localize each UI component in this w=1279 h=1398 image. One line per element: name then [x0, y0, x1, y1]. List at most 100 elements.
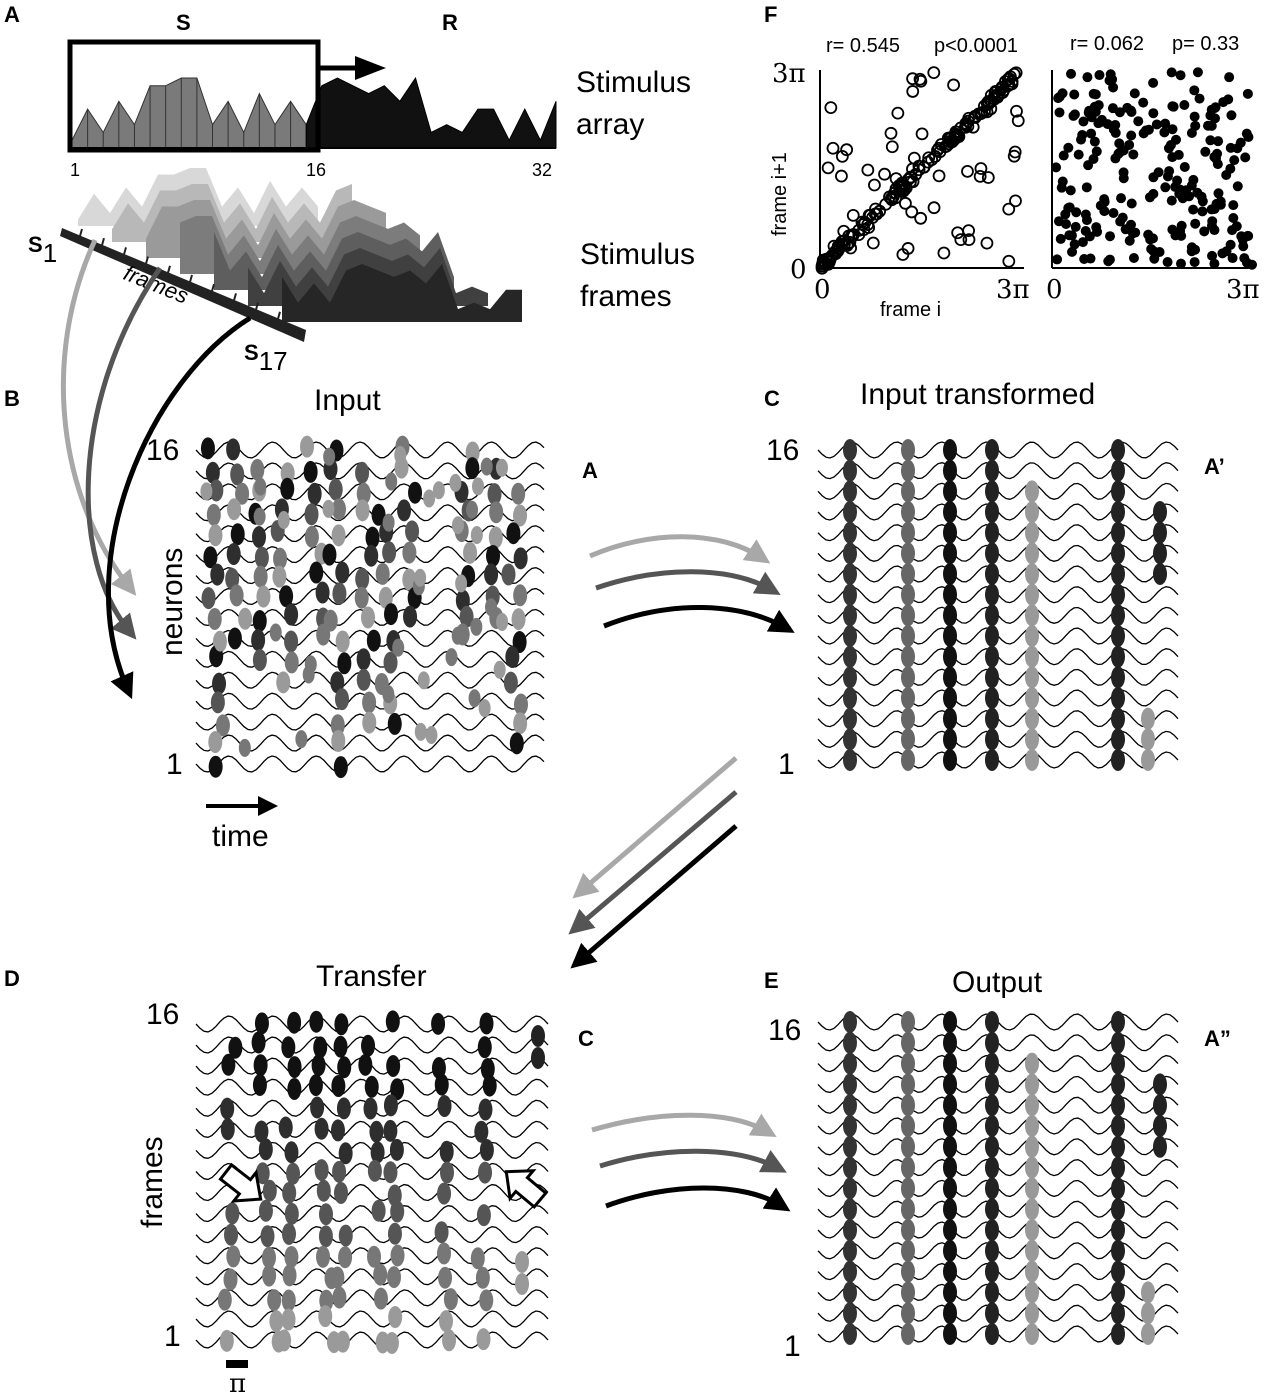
scatter-point-filled [1120, 224, 1131, 235]
spike-dot [466, 500, 479, 519]
spike-dot [252, 1073, 267, 1096]
spike-dot [1025, 521, 1039, 544]
scatter-point-open [948, 132, 962, 146]
spike-dot [843, 666, 857, 689]
spike-dot [383, 1161, 398, 1184]
spike-dot [334, 688, 349, 711]
spike-dot [385, 472, 398, 491]
panel-b: B Input A 16 1 neurons time [4, 384, 598, 853]
scatter-point-filled [1228, 200, 1239, 211]
spike-dot [843, 645, 857, 668]
spike-dot [1111, 1052, 1125, 1075]
spike-dot [1111, 749, 1125, 771]
spike-dot [843, 687, 857, 709]
spike-dot [403, 605, 418, 628]
spike-dot [470, 617, 483, 636]
scatter-point-filled [1160, 118, 1171, 129]
frames-axis-tick [123, 247, 127, 255]
spike-dot [901, 1177, 915, 1200]
scatter-point-filled [1192, 187, 1203, 198]
spike-dot [901, 1239, 915, 1262]
spike-dot [901, 583, 915, 606]
arrow-de-dark [605, 1185, 791, 1212]
arrow-bc-medium [595, 569, 781, 595]
scatter-point-open [866, 236, 880, 250]
spike-dot [1153, 1094, 1167, 1117]
spike-dot [282, 1264, 297, 1287]
scatter-point-filled [1167, 152, 1178, 163]
scatter-point-open [1005, 77, 1019, 91]
s17-label: S17 [244, 340, 288, 376]
scatter-point-filled [1086, 128, 1097, 139]
spike-dot [843, 625, 857, 647]
spike-dot [943, 728, 957, 751]
spike-dot [496, 613, 509, 632]
spike-dot [445, 648, 458, 667]
spike-dot [378, 586, 393, 609]
spike-dot [300, 435, 315, 458]
spike-dot [513, 504, 528, 527]
spike-dot [282, 1181, 297, 1204]
scatter-point-filled [1081, 182, 1092, 193]
hollow-arrow-right [504, 1169, 548, 1210]
scatter-point-filled [1232, 181, 1243, 192]
spike-dot [356, 668, 371, 691]
spike-dot [279, 585, 294, 608]
scatter-point-open [948, 127, 962, 141]
spike-dot [901, 521, 915, 544]
spike-dot [901, 563, 915, 585]
scatter-point-filled [1143, 229, 1154, 240]
oscillation-trace [195, 1331, 549, 1349]
scatter-point-filled [1107, 74, 1118, 85]
scatter-point-filled [1133, 116, 1144, 127]
scatter-point-open [1009, 194, 1022, 208]
scatter-point-open [905, 205, 919, 219]
spike-dot [205, 461, 220, 484]
panel-c: C Input transformed A’ 16 1 [764, 378, 1225, 781]
spike-dot [1025, 604, 1039, 627]
scatter-point-filled [1218, 97, 1229, 108]
scatter-point-open [937, 246, 951, 260]
spike-dot [901, 749, 915, 771]
spike-dot [356, 648, 371, 671]
scatter-point-filled [1209, 103, 1220, 114]
spike-dot [230, 523, 245, 546]
spike-dot [375, 562, 390, 585]
scatter-point-filled [1063, 142, 1074, 153]
spike-dot [901, 1073, 915, 1096]
spike-dot [384, 1331, 399, 1354]
spike-dot [434, 1073, 449, 1096]
spike-dot [943, 439, 957, 461]
scatter-point-open [1002, 202, 1016, 216]
spike-dot [313, 1036, 328, 1059]
spike-dot [985, 1052, 999, 1075]
spike-dot [901, 1198, 915, 1221]
spike-dot [390, 1244, 405, 1267]
spike-dot [451, 626, 464, 645]
frames-axis-ticks [79, 228, 281, 320]
spike-dot [322, 499, 335, 518]
spike-dot [223, 1268, 238, 1291]
scatter-point-filled [1125, 105, 1136, 116]
spike-dot [943, 521, 957, 544]
scatter-point-open [827, 239, 841, 253]
spike-dot [220, 1097, 235, 1120]
oscillation-trace [195, 1226, 549, 1244]
spike-dot [355, 567, 370, 590]
spike-dot [985, 728, 999, 751]
spike-dot [200, 482, 213, 501]
spike-dot [943, 1073, 957, 1096]
spike-dot [943, 1302, 957, 1325]
scatter-point-open [959, 118, 973, 132]
spike-dot [843, 583, 857, 606]
spike-dot [985, 542, 999, 565]
scatter-point-filled [1227, 253, 1238, 264]
spike-dot [843, 1135, 857, 1158]
arrow-cd-light [572, 756, 738, 899]
spike-dot [335, 1330, 350, 1353]
spike-dot [238, 738, 251, 757]
spike-dot [382, 685, 395, 704]
spike-dot [332, 1160, 347, 1183]
spike-dot [405, 520, 420, 543]
f-left-y-label: frame i+1 [769, 152, 791, 236]
